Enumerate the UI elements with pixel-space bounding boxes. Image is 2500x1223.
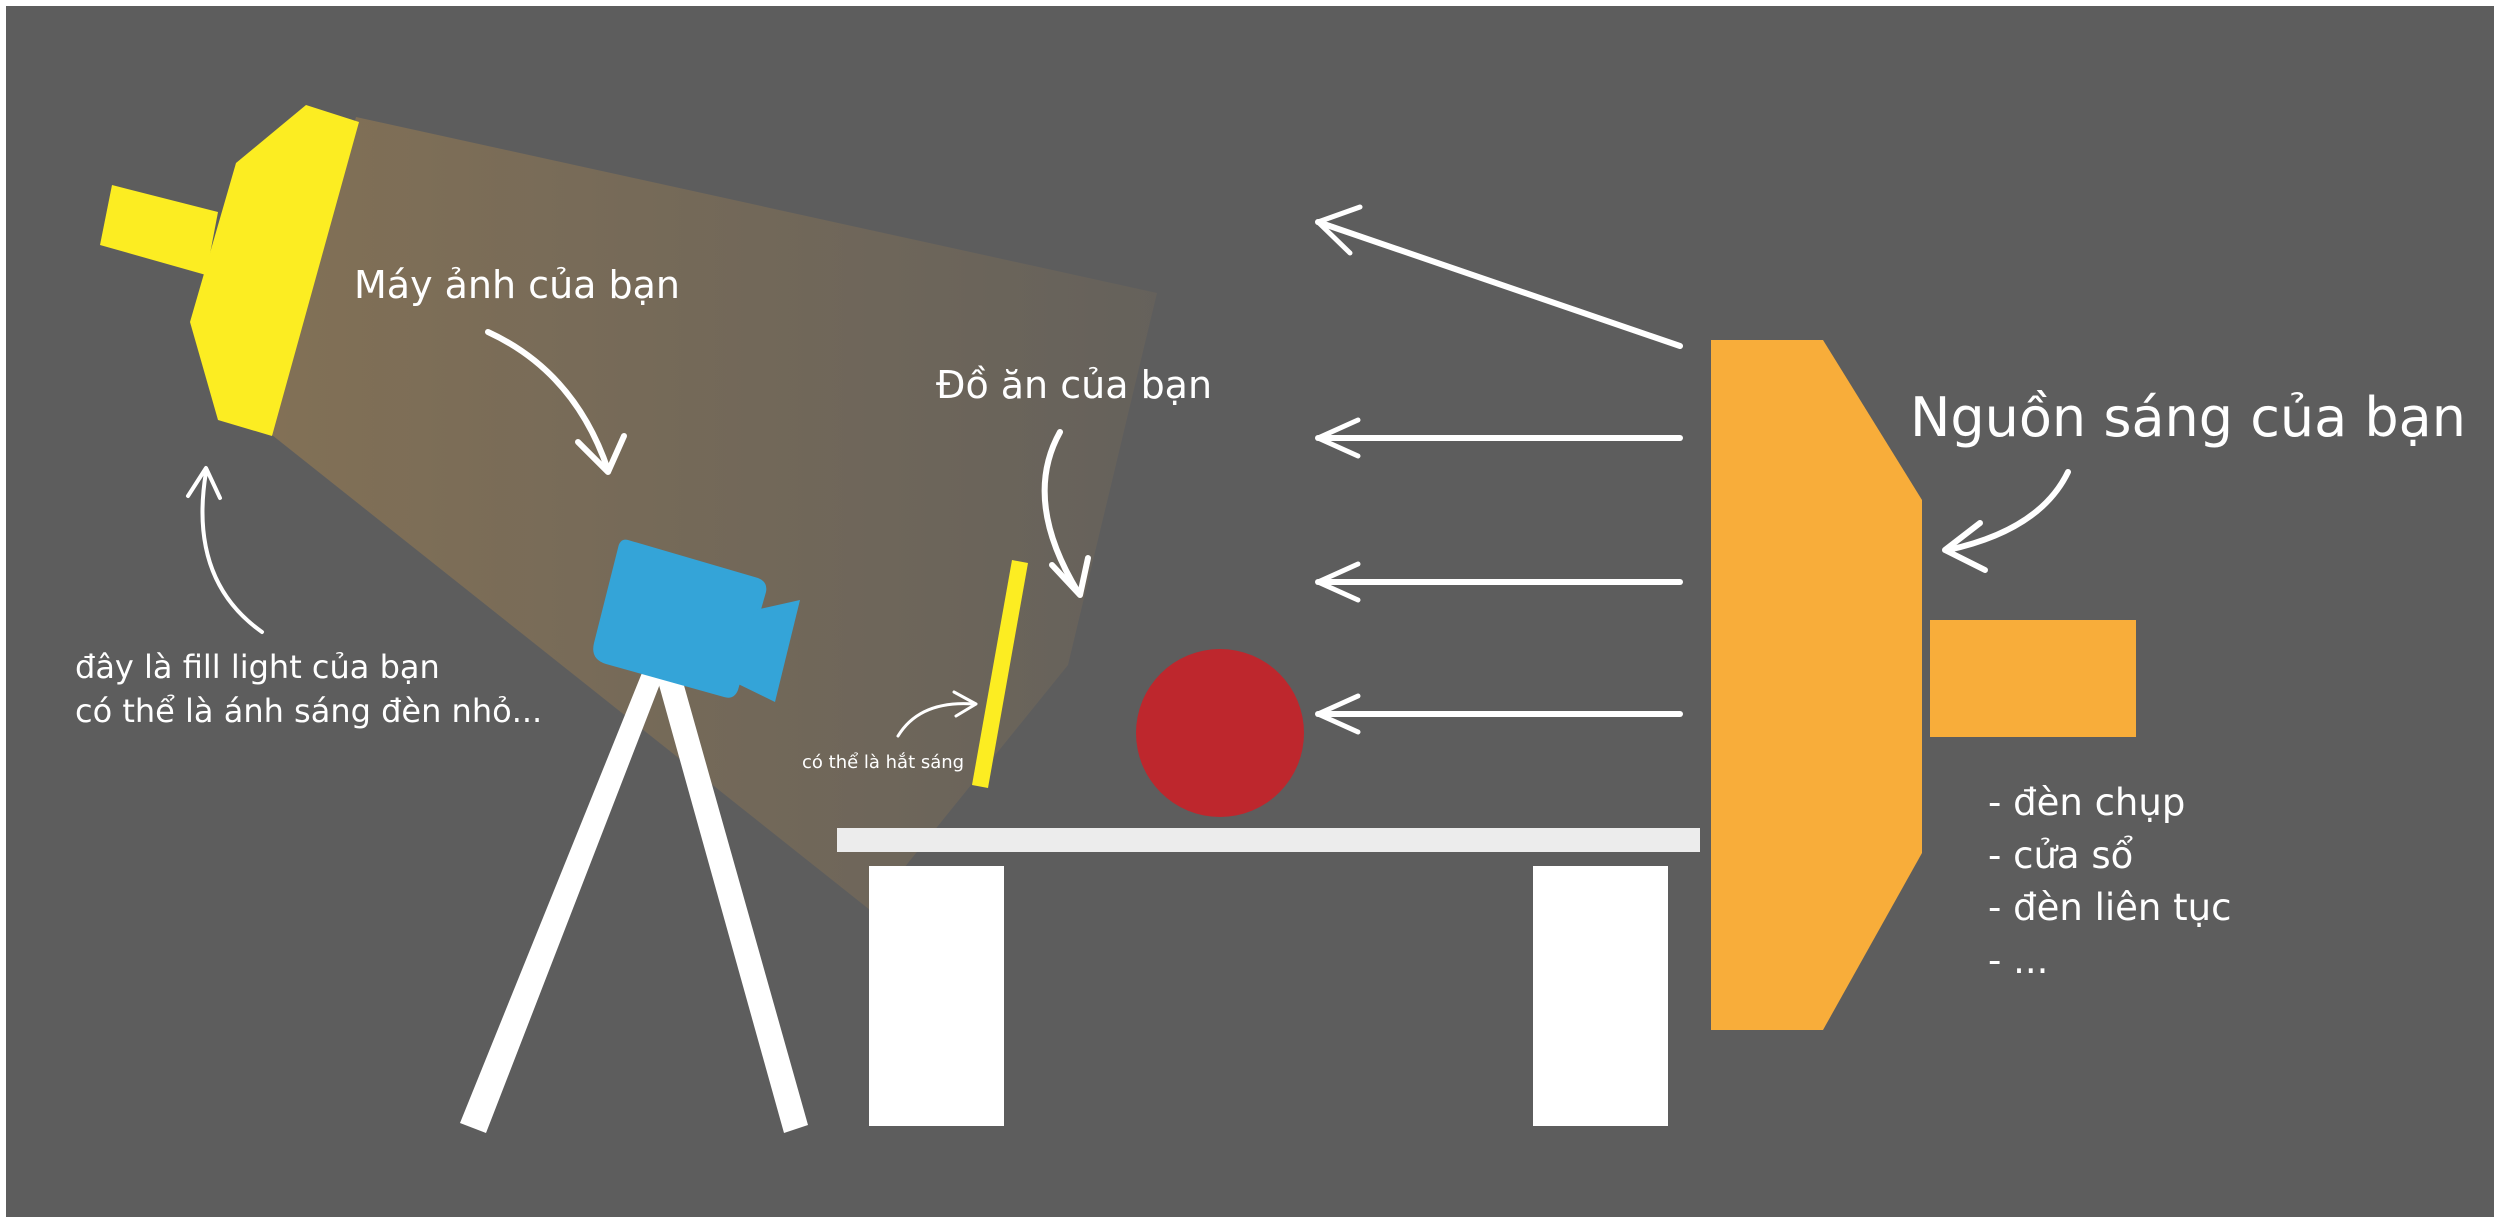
fill-light-label-line2: có thể là ánh sáng đèn nhỏ... bbox=[75, 692, 542, 730]
source-option: - cửa sổ bbox=[1988, 834, 2133, 877]
source-option: - ... bbox=[1988, 939, 2048, 982]
reflector-pointer-arrow bbox=[896, 690, 978, 738]
fill-light-pointer-arrow bbox=[186, 466, 264, 634]
light-ray-arrow bbox=[1315, 219, 1683, 349]
reflector-label: có thể là hắt sáng bbox=[802, 752, 964, 773]
source-option: - đèn liên tục bbox=[1988, 886, 2231, 929]
light-source-pointer-arrow bbox=[1942, 469, 2071, 573]
source-option: - đèn chụp bbox=[1988, 781, 2185, 824]
light-rays bbox=[1315, 204, 1683, 735]
light-source-label: Nguồn sáng của bạn bbox=[1910, 386, 2466, 449]
table-icon bbox=[837, 828, 1700, 1126]
light-source-icon bbox=[1711, 340, 2136, 1030]
fill-light-label-line1: đây là fill light của bạn bbox=[75, 648, 440, 686]
fill-light-icon bbox=[100, 105, 359, 436]
camera-label: Máy ảnh của bạn bbox=[354, 263, 680, 307]
camera-icon bbox=[593, 539, 800, 702]
food-pointer-arrow bbox=[1041, 429, 1091, 598]
food-icon bbox=[1136, 649, 1304, 817]
food-label: Đồ ăn của bạn bbox=[936, 363, 1212, 407]
pointer-arrows bbox=[186, 329, 2071, 738]
reflector-icon bbox=[972, 560, 1028, 788]
fill-light-beam bbox=[272, 117, 1157, 910]
camera-pointer-arrow bbox=[485, 329, 627, 475]
tripod-icon bbox=[460, 650, 808, 1133]
